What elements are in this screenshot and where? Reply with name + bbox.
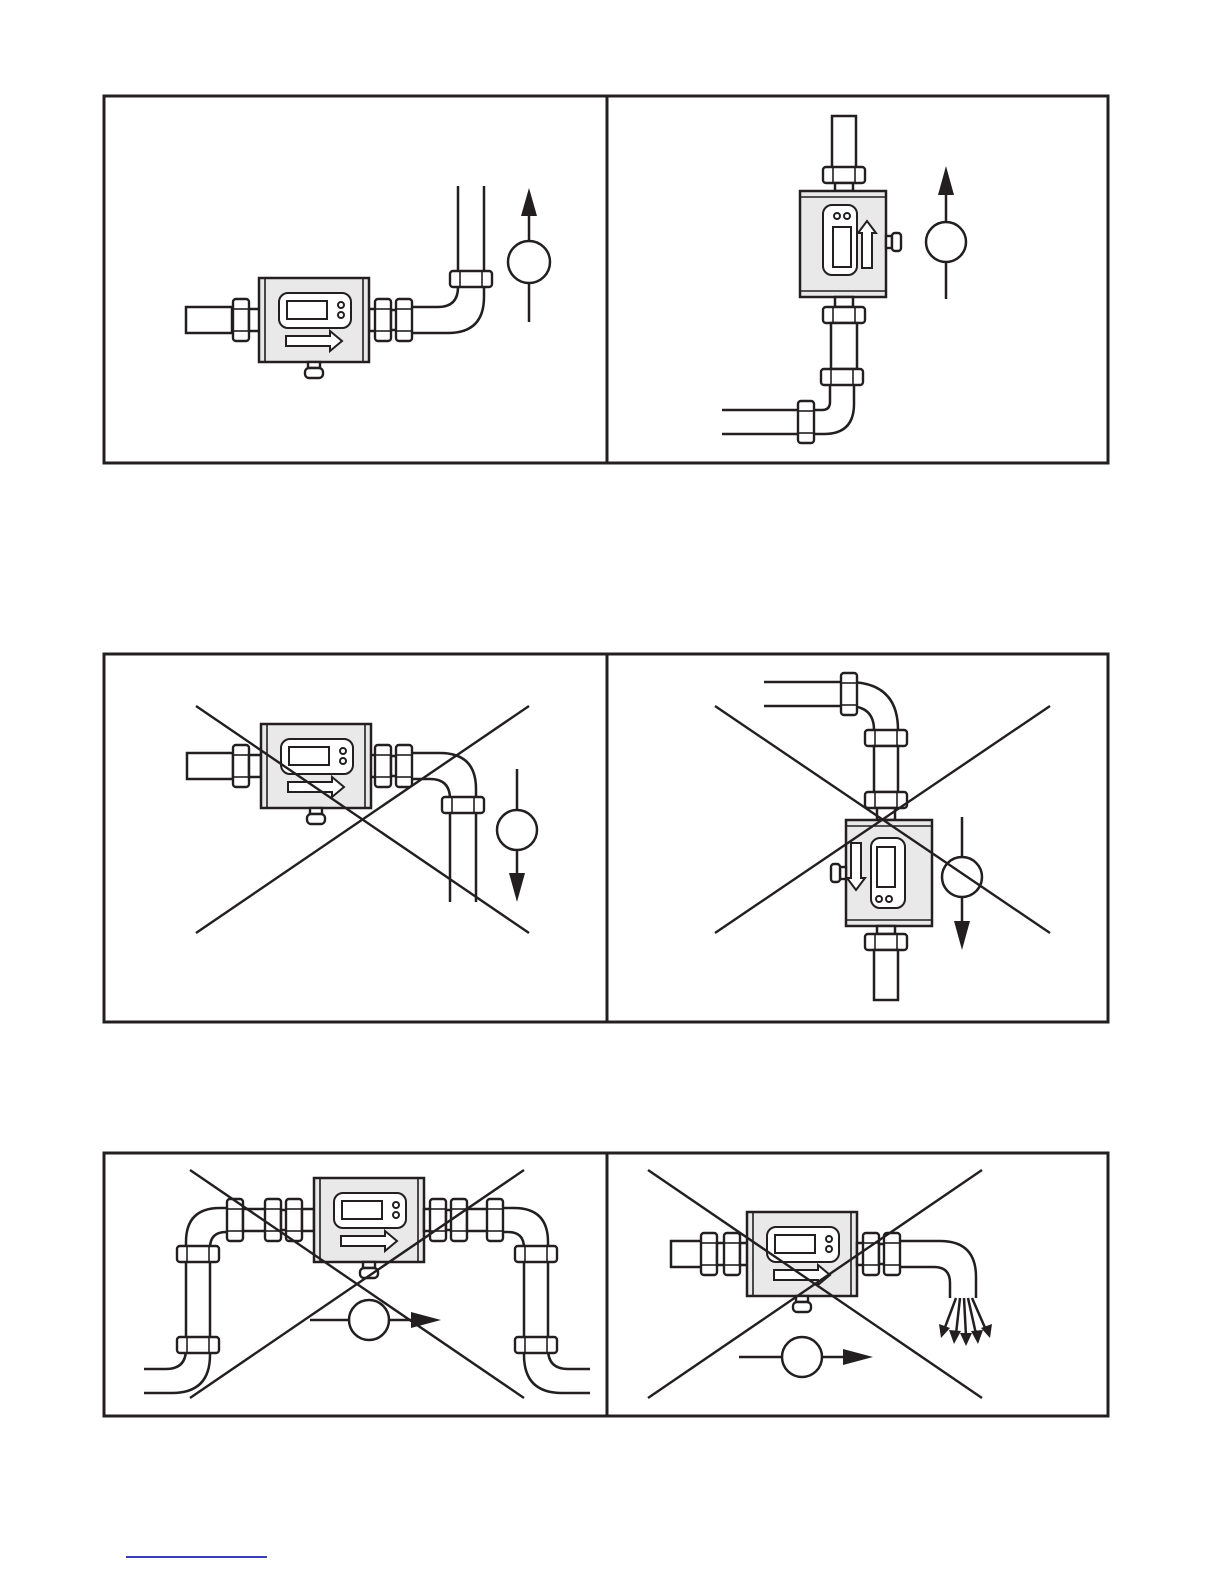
flow-meter [800, 191, 901, 297]
spray-outlet [939, 1298, 992, 1346]
panel-4-incorrect-vertical [715, 673, 1050, 1000]
panel-3-incorrect-horizontal [187, 706, 537, 933]
flow-meter [831, 820, 932, 926]
flow-meter [259, 278, 369, 378]
panel-1-correct-horizontal [186, 186, 550, 378]
flow-meter [261, 724, 371, 824]
panel-5-incorrect-high-point [144, 1170, 590, 1398]
flow-meter [314, 1178, 424, 1278]
panel-6-incorrect-free-outlet [648, 1170, 992, 1398]
flow-meter [747, 1212, 857, 1312]
panel-2-correct-vertical [722, 116, 966, 443]
